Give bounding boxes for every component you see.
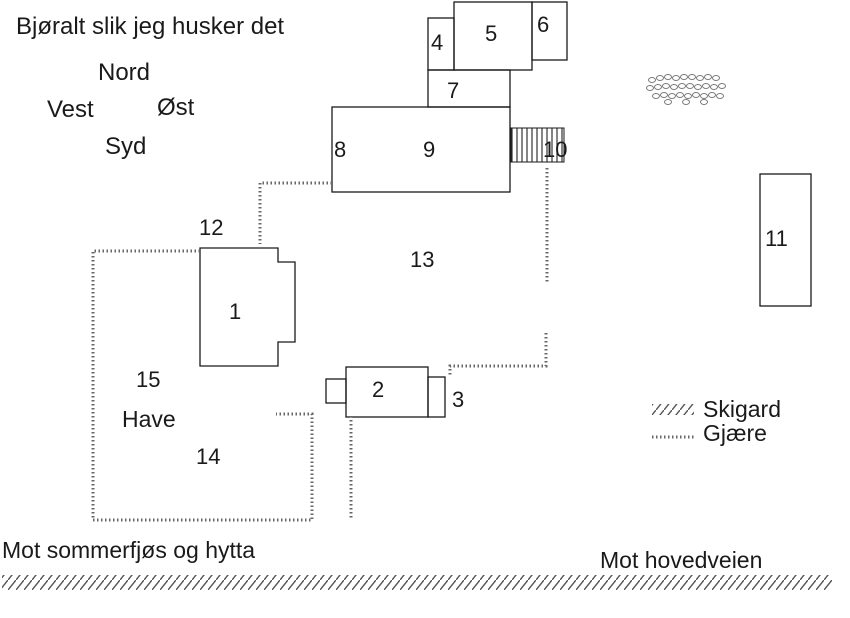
- label-area-14: 14: [196, 444, 221, 469]
- label-building-8: 8: [334, 137, 347, 162]
- fence-skigard-bottom: [2, 575, 832, 590]
- building-6-outline: [531, 1, 568, 61]
- label-building-5: 5: [485, 21, 498, 46]
- fence-gjaere: [258, 181, 332, 244]
- building-7-outline: [427, 69, 511, 108]
- legend-skigard-label: Skigard: [703, 396, 781, 422]
- label-building-1: 1: [229, 299, 242, 324]
- label-garden: Have: [122, 406, 176, 432]
- direction-southeast: Mot hovedveien: [600, 547, 763, 573]
- label-building-6: 6: [537, 12, 550, 37]
- label-building-7: 7: [447, 78, 460, 103]
- building-3-outline: [427, 376, 446, 418]
- building-2-outline: [345, 366, 429, 418]
- compass-south: Syd: [105, 133, 147, 160]
- building-9-outline: [331, 106, 511, 193]
- fence-gjaere: [91, 249, 314, 522]
- label-building-9: 9: [423, 137, 436, 162]
- building-1-outline: [199, 247, 296, 367]
- building-2-annex-outline: [325, 378, 347, 404]
- compass-east: Øst: [157, 94, 195, 121]
- label-stairs-10: 10: [543, 137, 568, 162]
- fence-gjaere: [448, 333, 548, 376]
- stone-pile: [646, 74, 726, 105]
- label-building-4: 4: [431, 30, 444, 55]
- building-11-outline: [759, 173, 812, 307]
- compass-west: Vest: [47, 96, 94, 123]
- label-building-3: 3: [452, 387, 465, 412]
- map-title: Bjøralt slik jeg husker det: [16, 13, 285, 40]
- label-building-11: 11: [765, 226, 788, 251]
- direction-southwest: Mot sommerfjøs og hytta: [2, 537, 256, 563]
- legend-gjaere-label: Gjære: [703, 420, 767, 446]
- legend-skigard-sample: [652, 404, 694, 415]
- stairs-10: [510, 127, 565, 163]
- compass-north: Nord: [98, 59, 151, 86]
- label-building-2: 2: [372, 377, 385, 402]
- label-yard-13: 13: [410, 247, 435, 272]
- label-area-12: 12: [199, 215, 224, 240]
- label-area-15: 15: [136, 367, 161, 392]
